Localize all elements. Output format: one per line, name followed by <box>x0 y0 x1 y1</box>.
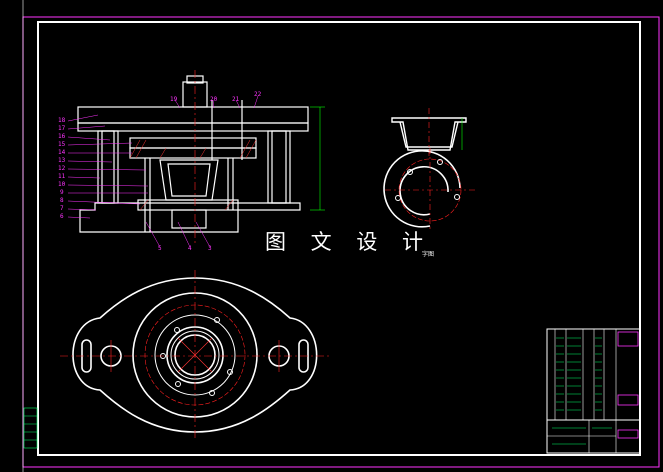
plan-view-details <box>60 270 330 440</box>
callout-label: 5 <box>158 245 162 252</box>
title-block <box>546 328 641 454</box>
callout-label: 3 <box>208 245 212 252</box>
callout-label: 11 <box>58 173 66 180</box>
callout-label: 21 <box>232 96 240 103</box>
side-strip <box>23 407 38 449</box>
callout-label: 20 <box>210 96 218 103</box>
callout-label: 19 <box>170 96 178 103</box>
callout-label: 15 <box>58 141 66 148</box>
callout-label: 10 <box>58 181 66 188</box>
callout-label: 17 <box>58 125 66 132</box>
callout-label: 12 <box>58 165 66 172</box>
callout-label: 9 <box>60 189 64 196</box>
callout-label: 7 <box>60 205 64 212</box>
callout-label: 6 <box>60 213 64 220</box>
callout-label: 16 <box>58 133 66 140</box>
section-hatching <box>129 139 257 211</box>
section-dimension <box>310 106 325 211</box>
leader-lines-left <box>67 95 259 248</box>
title-block-rows <box>552 337 612 445</box>
callout-label: 22 <box>254 91 262 98</box>
callout-label: 13 <box>58 157 66 164</box>
callout-label: 4 <box>188 245 192 252</box>
callout-label: 14 <box>58 149 66 156</box>
section-view <box>77 75 309 233</box>
callout-label: 18 <box>58 117 66 124</box>
ring-part-view <box>383 148 475 232</box>
sheet-border <box>22 0 660 472</box>
view-label: 字图 <box>422 251 435 258</box>
watermark-text: 图 文 设 计 <box>265 230 433 254</box>
callout-label: 8 <box>60 197 64 204</box>
